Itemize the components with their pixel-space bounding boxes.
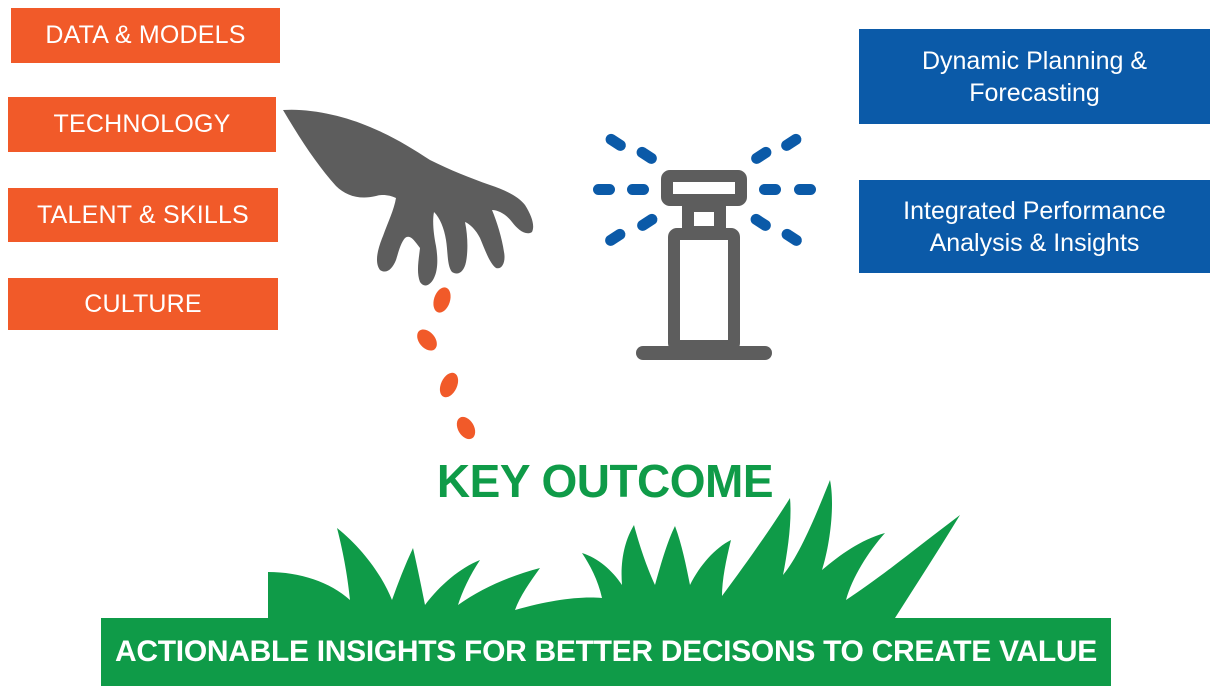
water-spray-icon <box>593 133 816 246</box>
box-integrated-performance-line2: Analysis & Insights <box>929 228 1140 257</box>
box-technology: TECHNOLOGY <box>8 97 276 152</box>
box-talent-skills-label: TALENT & SKILLS <box>37 200 249 229</box>
hand-icon <box>283 109 534 286</box>
box-dynamic-planning-line2: Forecasting <box>969 78 1100 107</box>
grass-icon <box>268 480 960 618</box>
box-integrated-performance-line1: Integrated Performance <box>903 196 1166 225</box>
box-culture: CULTURE <box>8 278 278 330</box>
box-culture-label: CULTURE <box>84 289 202 318</box>
box-data-models: DATA & MODELS <box>11 8 280 63</box>
bottom-banner-text: ACTIONABLE INSIGHTS FOR BETTER DECISONS … <box>115 635 1097 668</box>
box-dynamic-planning: Dynamic Planning & Forecasting <box>859 29 1210 124</box>
box-dynamic-planning-line1: Dynamic Planning & <box>921 46 1148 75</box>
box-integrated-performance: Integrated Performance Analysis & Insigh… <box>859 180 1210 273</box>
key-outcome-heading: KEY OUTCOME <box>436 455 774 507</box>
sprinkler-icon <box>661 170 747 352</box>
bottom-banner: ACTIONABLE INSIGHTS FOR BETTER DECISONS … <box>101 618 1111 686</box>
box-talent-skills: TALENT & SKILLS <box>8 188 278 242</box>
box-data-models-label: DATA & MODELS <box>45 21 246 49</box>
sprinkler-base <box>636 346 772 360</box>
box-technology-label: TECHNOLOGY <box>53 110 231 138</box>
seed-icon <box>417 287 476 440</box>
